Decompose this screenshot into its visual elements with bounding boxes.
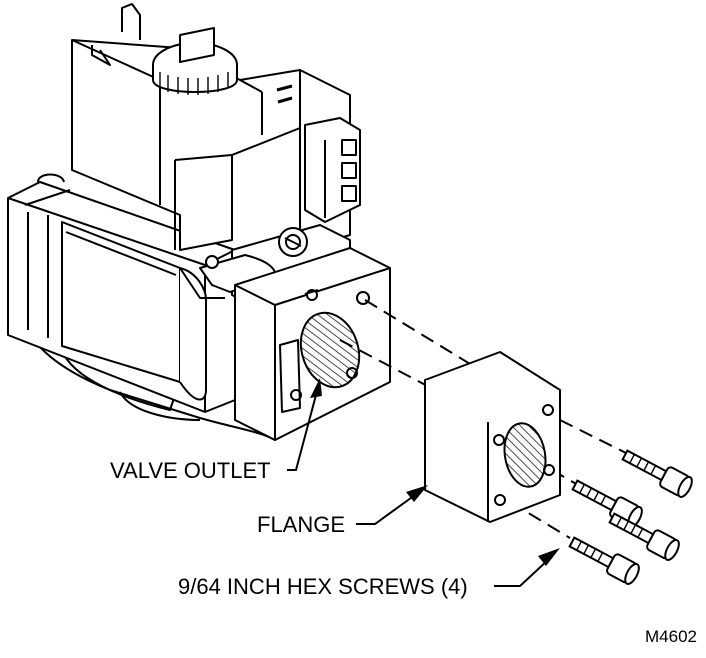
- hex-screw-1: [621, 449, 693, 498]
- leader-flange-arrow: [406, 485, 428, 502]
- leader-valve-outlet-arrow: [310, 378, 322, 398]
- hex-screw-4: [568, 536, 640, 585]
- flange-threads: [503, 422, 547, 488]
- valve-outlet-threads: [299, 311, 361, 389]
- label-valve-outlet: VALVE OUTLET: [110, 458, 271, 483]
- leader-valve-outlet: [287, 394, 317, 471]
- hex-screw-3: [608, 512, 680, 561]
- hex-screw-2: [571, 479, 643, 528]
- label-flange: FLANGE: [257, 512, 345, 537]
- figure-code: M4602: [645, 627, 697, 646]
- leader-flange: [356, 494, 416, 525]
- gas-valve-body: [7, 3, 361, 441]
- leader-hex-screws-arrow: [538, 548, 560, 566]
- leader-hex-screws: [494, 559, 549, 587]
- label-hex-screws: 9/64 INCH HEX SCREWS (4): [178, 574, 468, 599]
